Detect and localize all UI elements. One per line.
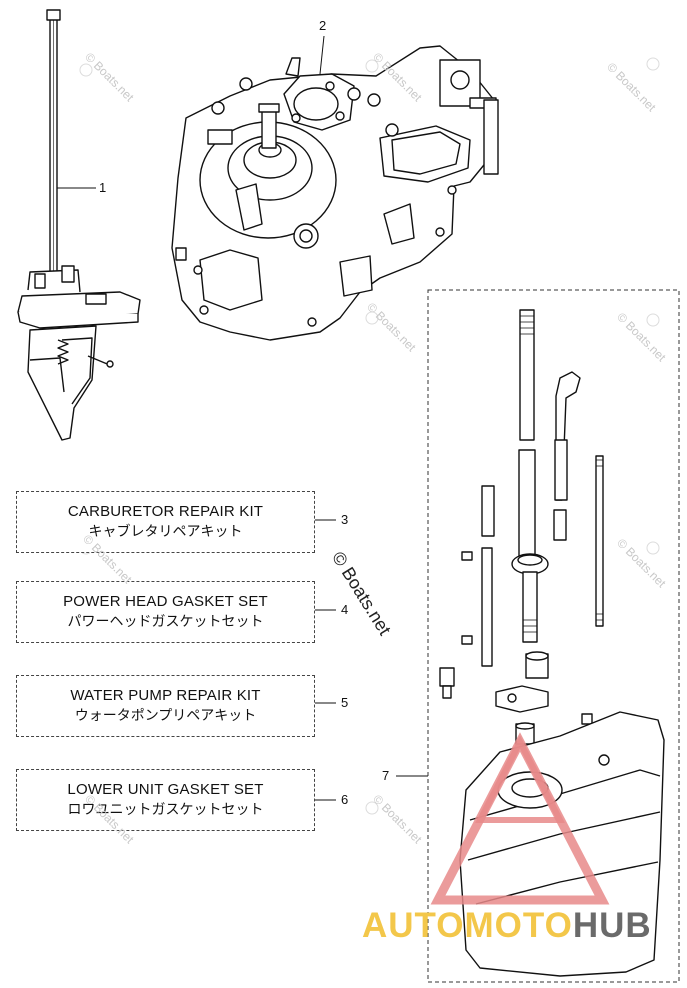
lower-unit-parts-drawing (439, 309, 665, 977)
callout-5: 5 (341, 695, 349, 710)
kit-box-power-head: POWER HEAD GASKET SET パワーヘッドガスケットセット (16, 581, 315, 643)
power-head-drawing (171, 45, 499, 341)
kit-box-carburetor: CARBURETOR REPAIR KIT キャブレタリペアキット (16, 491, 315, 553)
kit-box-water-pump: WATER PUMP REPAIR KIT ウォータポンプリペアキット (16, 675, 315, 737)
callout-7: 7 (382, 768, 390, 783)
brand-part2: HUB (572, 906, 652, 945)
brand-logo-triangle (430, 732, 610, 905)
kit-title-en: WATER PUMP REPAIR KIT (70, 687, 261, 704)
kit-title-en: LOWER UNIT GASKET SET (67, 781, 264, 798)
kit-title-jp: ウォータポンプリペアキット (74, 708, 257, 724)
callout-3: 3 (341, 512, 349, 527)
callout-1: 1 (99, 180, 107, 195)
kit-title-jp: キャブレタリペアキット (88, 524, 243, 540)
kit-title-en: POWER HEAD GASKET SET (63, 593, 268, 610)
kit-title-jp: パワーヘッドガスケットセット (67, 614, 264, 630)
callout-4: 4 (341, 602, 349, 617)
brand-logo-text: AUTOMOTOHUB (362, 906, 652, 946)
brand-part1: AUTOMOTO (362, 906, 573, 945)
callout-2: 2 (319, 18, 327, 33)
callout-6: 6 (341, 792, 349, 807)
kit-title-en: CARBURETOR REPAIR KIT (67, 503, 264, 520)
leader-lines (57, 35, 428, 801)
kit-title-jp: ロワユニットガスケットセット (67, 802, 264, 818)
part7-group-box (427, 289, 680, 983)
lower-unit-drawing (17, 9, 141, 441)
kit-box-lower-unit: LOWER UNIT GASKET SET ロワユニットガスケットセット (16, 769, 315, 831)
